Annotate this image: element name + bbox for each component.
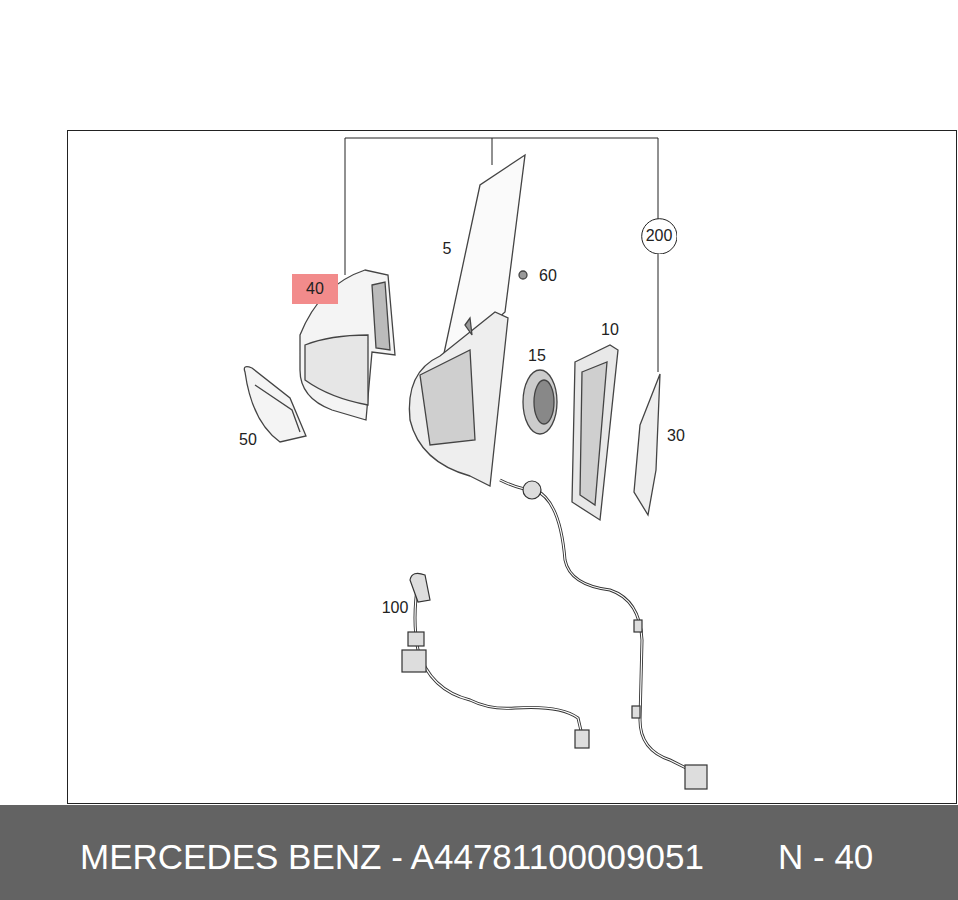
callout-number: 10 <box>600 321 620 339</box>
node-text: N - 40 <box>778 837 873 877</box>
callout-number: 60 <box>538 267 558 285</box>
highlighted-callout: 40 <box>292 274 338 304</box>
callout-number: 50 <box>238 431 258 449</box>
node-text: 200 <box>646 227 673 245</box>
footer-band: MERCEDES BENZ - A44781100009051 N - 40 <box>0 805 958 900</box>
callout-number: 30 <box>666 427 686 445</box>
callout-number: 100 <box>381 599 410 617</box>
node-text: MERCEDES BENZ - A44781100009051 <box>80 837 704 877</box>
node-text: 40 <box>306 280 324 298</box>
callout-number: 15 <box>527 347 547 365</box>
callout-circle: 200 <box>641 218 678 255</box>
callout-number: 5 <box>442 240 453 258</box>
